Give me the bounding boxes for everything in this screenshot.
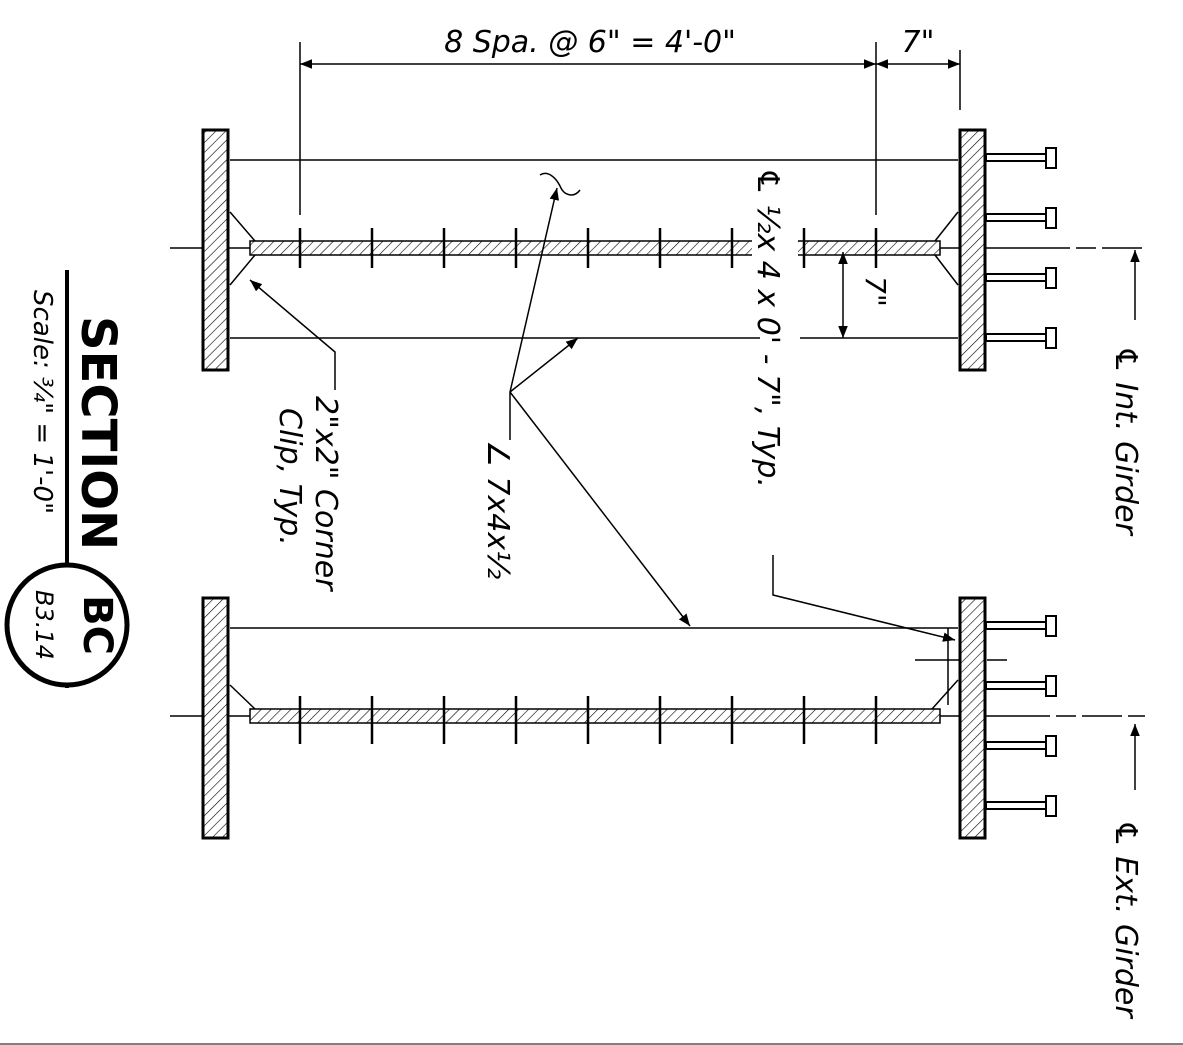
section-mark: BC	[74, 595, 120, 655]
interior-girder-label: ℄ Int. Girder	[1108, 346, 1143, 537]
section-title: SECTION	[70, 316, 126, 550]
section-title-block: SECTION Scale: ¾" = 1'-0" BC B3.14	[4, 270, 130, 688]
shear-studs-bottom	[985, 615, 1057, 817]
spacing-dimension-label: 8 Spa. @ 6" = 4'-0"	[444, 25, 736, 60]
interior-diaphragm	[170, 128, 1145, 372]
stiffener-ticks-bottom	[298, 696, 878, 744]
clip-callout-line1: 2"x2" Corner	[308, 396, 343, 592]
section-marker-circle	[4, 562, 130, 688]
end-dimension-label: 7"	[902, 25, 935, 60]
plate-callout: ℄ ½x 4 x 0' - 7", Typ.	[750, 168, 785, 488]
section-scale: Scale: ¾" = 1'-0"	[27, 290, 57, 514]
clip-callout-line2: Clip, Typ.	[272, 408, 307, 546]
exterior-girder-label: ℄ Ext. Girder	[1108, 820, 1143, 1019]
leader-lines	[249, 172, 1140, 790]
vertical-dimension-label: 7"	[859, 276, 892, 307]
angle-callout: ∠ 7x4x½	[480, 440, 515, 579]
exterior-diaphragm	[170, 596, 1145, 840]
shear-studs-top	[985, 147, 1057, 349]
top-dimension: 8 Spa. @ 6" = 4'-0" 7"	[299, 25, 961, 215]
stiffener-ticks-top	[298, 228, 878, 268]
section-sheet: B3.14	[30, 590, 58, 660]
